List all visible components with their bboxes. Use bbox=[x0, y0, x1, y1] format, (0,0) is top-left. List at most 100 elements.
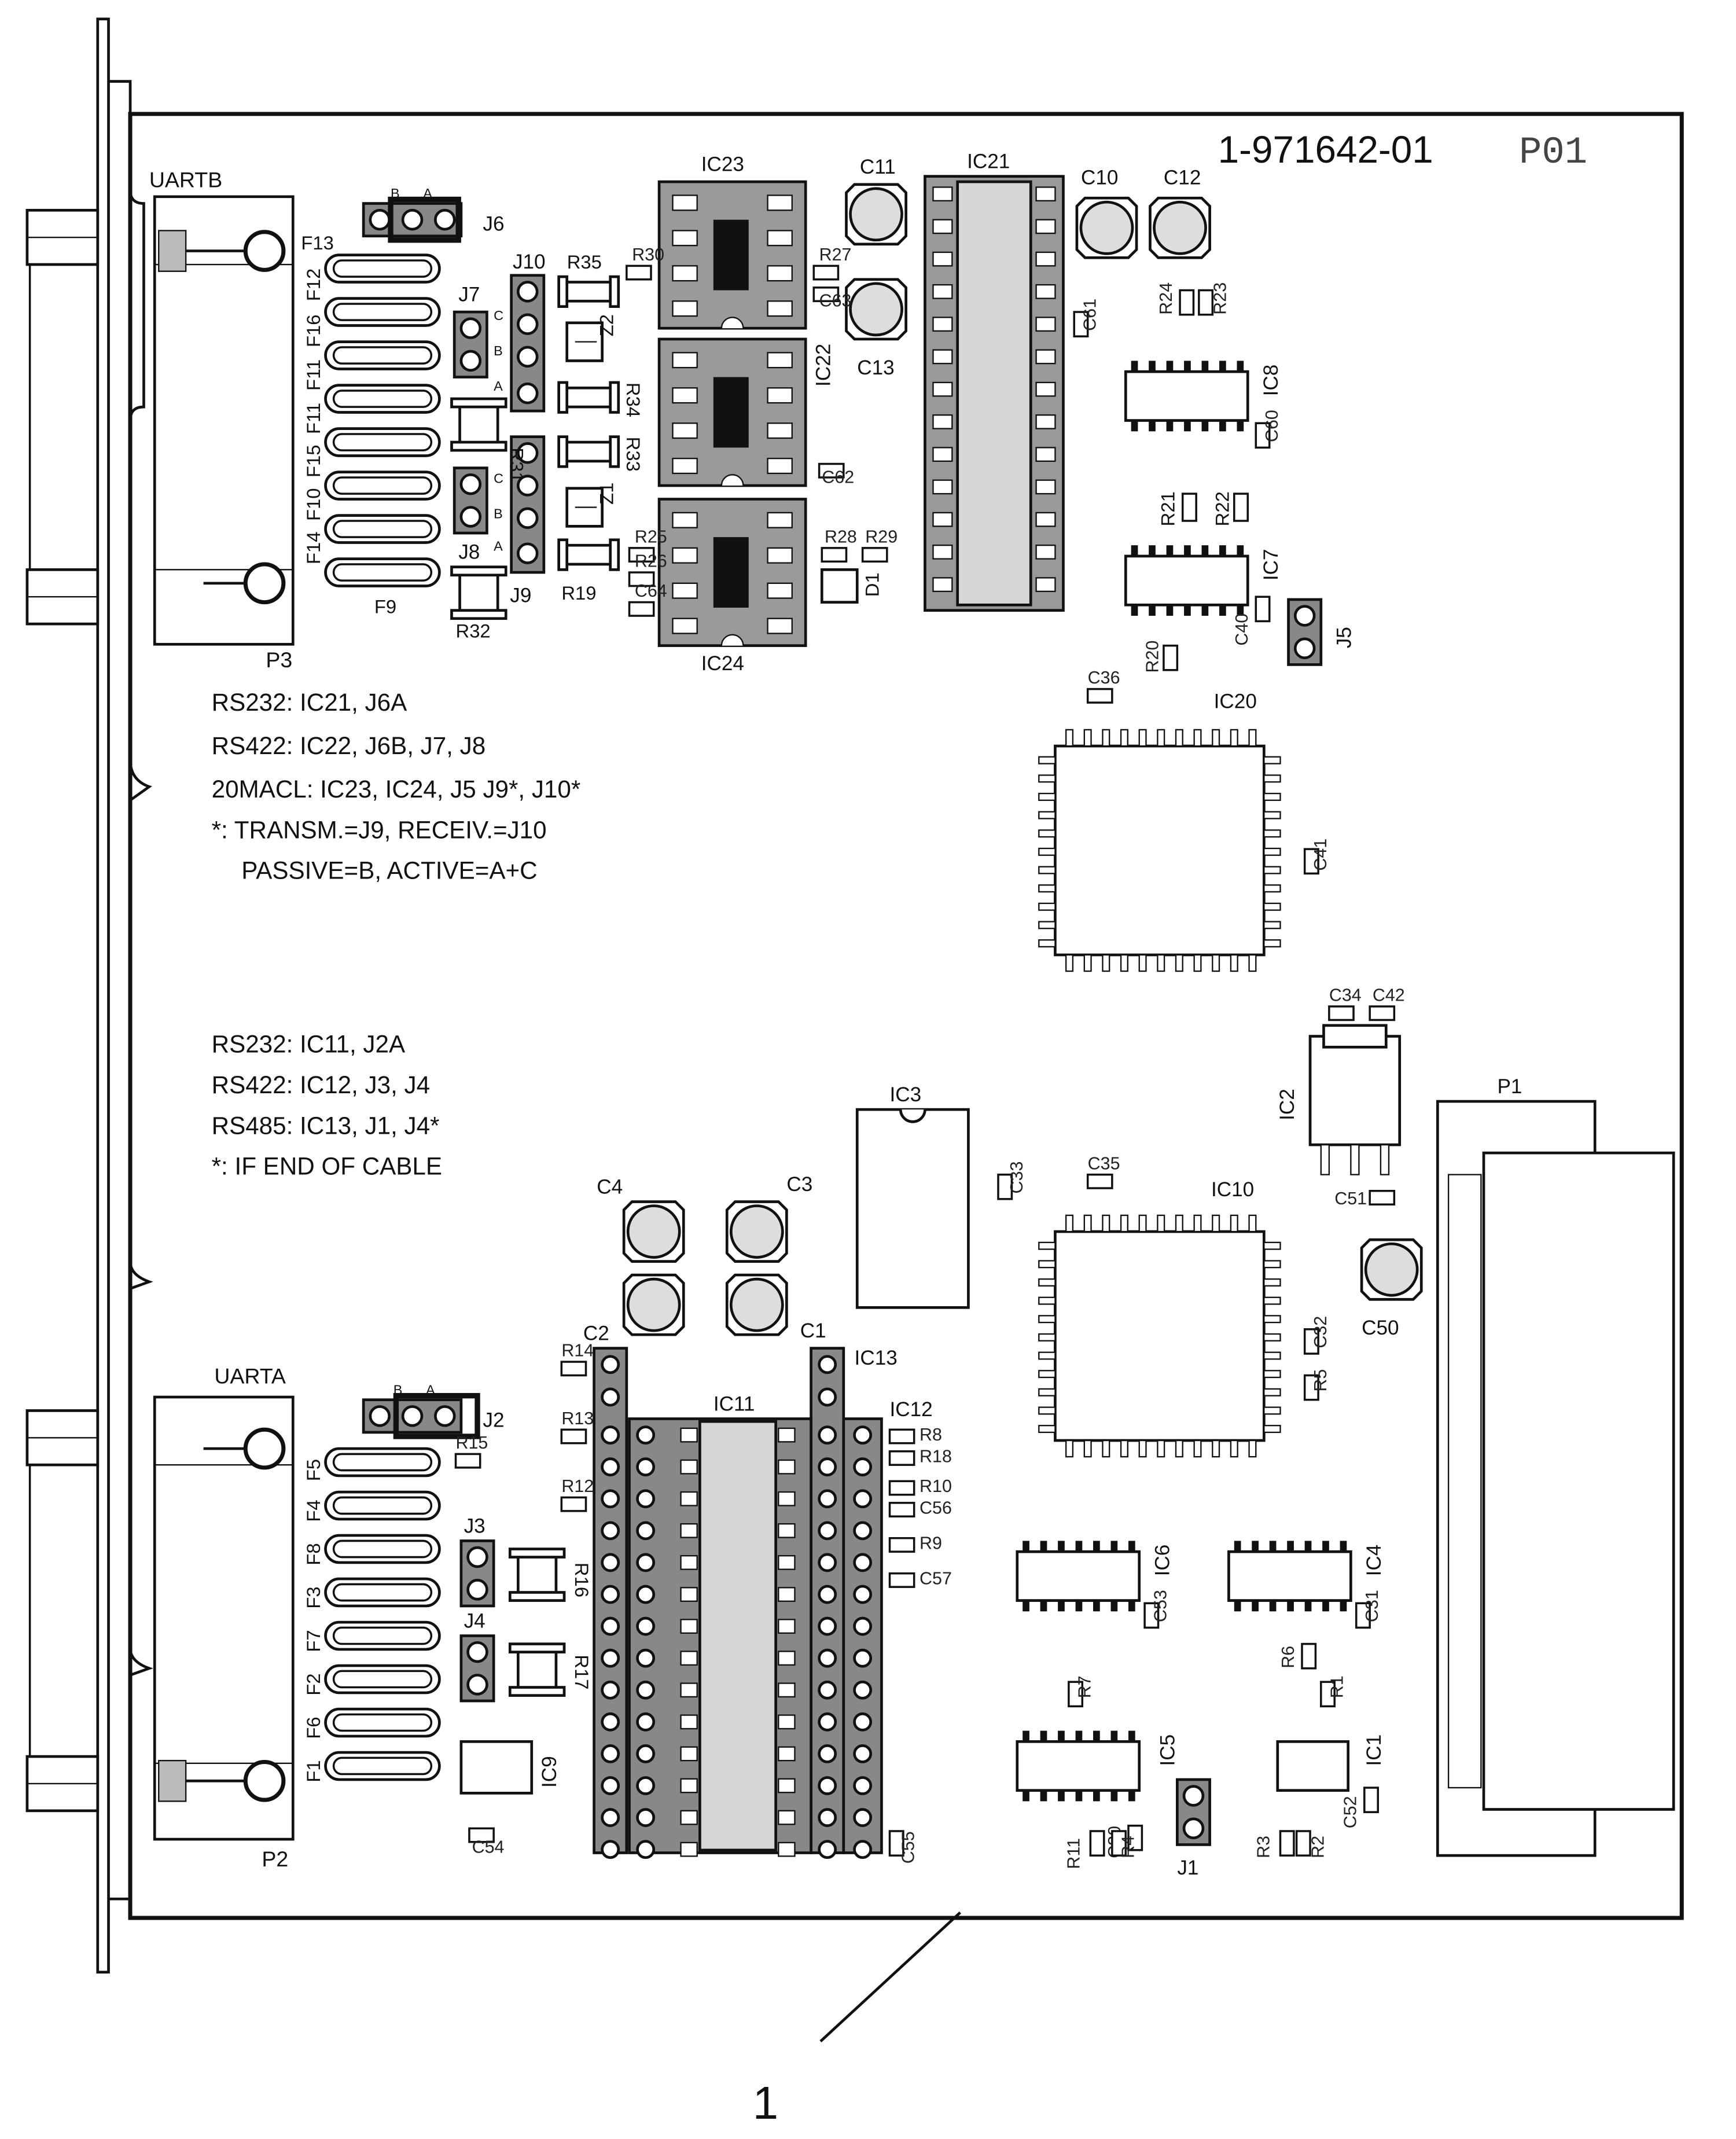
jumper-j6: B A J6 bbox=[363, 186, 505, 243]
ic2: IC2 bbox=[1276, 1024, 1402, 1175]
svg-text:C4: C4 bbox=[597, 1175, 623, 1198]
svg-text:RS422: IC12, J3, J4: RS422: IC12, J3, J4 bbox=[212, 1071, 430, 1098]
svg-text:IC5: IC5 bbox=[1157, 1734, 1179, 1766]
jumper-j2: B A J2 bbox=[363, 1382, 505, 1439]
smd-label-c34: C34 bbox=[1329, 986, 1362, 1005]
smd-label-c36: C36 bbox=[1088, 668, 1120, 688]
smd-label-c55: C55 bbox=[899, 1831, 918, 1864]
svg-text:J8: J8 bbox=[458, 541, 480, 564]
svg-text:F14: F14 bbox=[303, 531, 324, 564]
smd-r27: R27 bbox=[812, 245, 852, 281]
svg-text:F12: F12 bbox=[303, 269, 324, 302]
svg-text:F3: F3 bbox=[303, 1586, 324, 1608]
callout-leader bbox=[819, 1911, 961, 2042]
svg-text:IC8: IC8 bbox=[1260, 365, 1282, 396]
svg-text:F16: F16 bbox=[303, 314, 324, 347]
svg-text:IC3: IC3 bbox=[889, 1083, 921, 1106]
ic3: IC3 bbox=[855, 1083, 970, 1309]
smd-label-r30: R30 bbox=[632, 245, 664, 264]
smd-c32: C32 bbox=[1303, 1316, 1330, 1355]
smd-r25: R25 bbox=[628, 527, 667, 563]
svg-text:C13: C13 bbox=[857, 356, 894, 379]
ic22: IC22 bbox=[659, 339, 834, 486]
svg-text:D1: D1 bbox=[862, 572, 883, 597]
svg-text:*: IF END OF CABLE: *: IF END OF CABLE bbox=[212, 1153, 442, 1180]
svg-text:R19: R19 bbox=[561, 582, 596, 604]
smd-c34: C34 bbox=[1328, 986, 1362, 1021]
svg-text:F1: F1 bbox=[303, 1760, 324, 1782]
smd-c54: C54 bbox=[468, 1827, 505, 1857]
svg-text:IC7: IC7 bbox=[1260, 549, 1282, 580]
ic4: IC4 bbox=[1229, 1541, 1385, 1611]
svg-text:C1: C1 bbox=[800, 1320, 826, 1342]
ic5: IC5 bbox=[1017, 1731, 1179, 1802]
svg-text:A: A bbox=[426, 1382, 435, 1397]
svg-text:J10: J10 bbox=[513, 251, 546, 273]
smd-c63: C63 bbox=[812, 286, 852, 311]
svg-text:A: A bbox=[423, 186, 432, 201]
svg-text:J1: J1 bbox=[1177, 1857, 1198, 1879]
smd-label-c63: C63 bbox=[819, 291, 852, 311]
smd-r9: R9 bbox=[888, 1533, 942, 1553]
resistor-r19: R19 bbox=[559, 540, 619, 604]
svg-text:F9: F9 bbox=[374, 596, 396, 617]
ic6: IC6 bbox=[1017, 1541, 1174, 1611]
smd-c53: C53 bbox=[1143, 1590, 1171, 1629]
smd-label-r12: R12 bbox=[561, 1476, 594, 1496]
jumper-j1: J1 bbox=[1177, 1780, 1209, 1879]
smd-label-r3: R3 bbox=[1254, 1836, 1274, 1858]
svg-text:F5: F5 bbox=[303, 1459, 324, 1481]
smd-r30: R30 bbox=[626, 245, 664, 281]
smd-r12: R12 bbox=[560, 1476, 594, 1512]
smd-r26: R26 bbox=[628, 552, 667, 587]
svg-text:R17: R17 bbox=[571, 1655, 593, 1689]
resistor-r22: R22 bbox=[1211, 491, 1249, 526]
smd-c52: C52 bbox=[1341, 1787, 1379, 1828]
config-notes-uartb: RS232: IC21, J6A RS422: IC22, J6B, J7, J… bbox=[212, 689, 581, 884]
capacitor-c4: C4 bbox=[597, 1175, 683, 1261]
svg-text:Z1: Z1 bbox=[595, 483, 617, 505]
ic9: IC9 bbox=[459, 1740, 561, 1795]
svg-text:P2: P2 bbox=[262, 1847, 288, 1871]
jumper-j4: J4 bbox=[461, 1609, 494, 1701]
svg-text:J7: J7 bbox=[458, 283, 480, 306]
svg-text:C: C bbox=[494, 471, 503, 486]
smd-r7: R7 bbox=[1068, 1675, 1094, 1708]
smd-r20: R20 bbox=[1143, 641, 1179, 672]
smd-r8: R8 bbox=[888, 1425, 942, 1445]
resistor-r16: R16 bbox=[510, 1549, 593, 1600]
smd-label-c62: C62 bbox=[822, 467, 854, 487]
svg-text:F15: F15 bbox=[303, 444, 324, 477]
smd-label-c54: C54 bbox=[472, 1837, 505, 1857]
svg-text:IC13: IC13 bbox=[855, 1347, 898, 1369]
smd-r5: R5 bbox=[1303, 1369, 1330, 1401]
ic10: IC10 bbox=[1054, 1178, 1266, 1442]
smd-label-c60: C60 bbox=[1262, 410, 1282, 442]
smd-c33: C33 bbox=[997, 1162, 1027, 1200]
svg-text:RS232: IC21, J6A: RS232: IC21, J6A bbox=[212, 689, 407, 716]
ic7: IC7 bbox=[1126, 545, 1282, 616]
revision: P01 bbox=[1519, 131, 1587, 174]
svg-text:C11: C11 bbox=[860, 156, 896, 178]
svg-text:J3: J3 bbox=[464, 1515, 486, 1537]
smd-label-r14: R14 bbox=[561, 1341, 594, 1361]
svg-text:20MACL: IC23, IC24, J5 J9*, J1: 20MACL: IC23, IC24, J5 J9*, J10* bbox=[212, 776, 581, 803]
smd-label-r5: R5 bbox=[1311, 1369, 1330, 1392]
svg-text:B: B bbox=[494, 506, 503, 521]
ic8: IC8 bbox=[1126, 361, 1282, 431]
smd-r6: R6 bbox=[1278, 1642, 1317, 1670]
smd-r10: R10 bbox=[888, 1476, 952, 1496]
jumper-j5: J5 bbox=[1289, 600, 1355, 664]
smd-label-r1: R1 bbox=[1327, 1675, 1347, 1698]
ic23: IC23 bbox=[659, 153, 806, 328]
smd-label-r24: R24 bbox=[1156, 282, 1176, 315]
smd-label-c56: C56 bbox=[920, 1498, 952, 1518]
svg-text:UARTA: UARTA bbox=[214, 1364, 286, 1388]
jumper-j3: J3 bbox=[461, 1515, 494, 1606]
smd-c64: C64 bbox=[628, 581, 667, 617]
svg-text:IC10: IC10 bbox=[1211, 1178, 1254, 1201]
svg-text:J6: J6 bbox=[483, 212, 504, 235]
smd-c42: C42 bbox=[1369, 986, 1405, 1021]
smd-r15: R15 bbox=[454, 1433, 488, 1469]
svg-text:C: C bbox=[494, 308, 503, 323]
